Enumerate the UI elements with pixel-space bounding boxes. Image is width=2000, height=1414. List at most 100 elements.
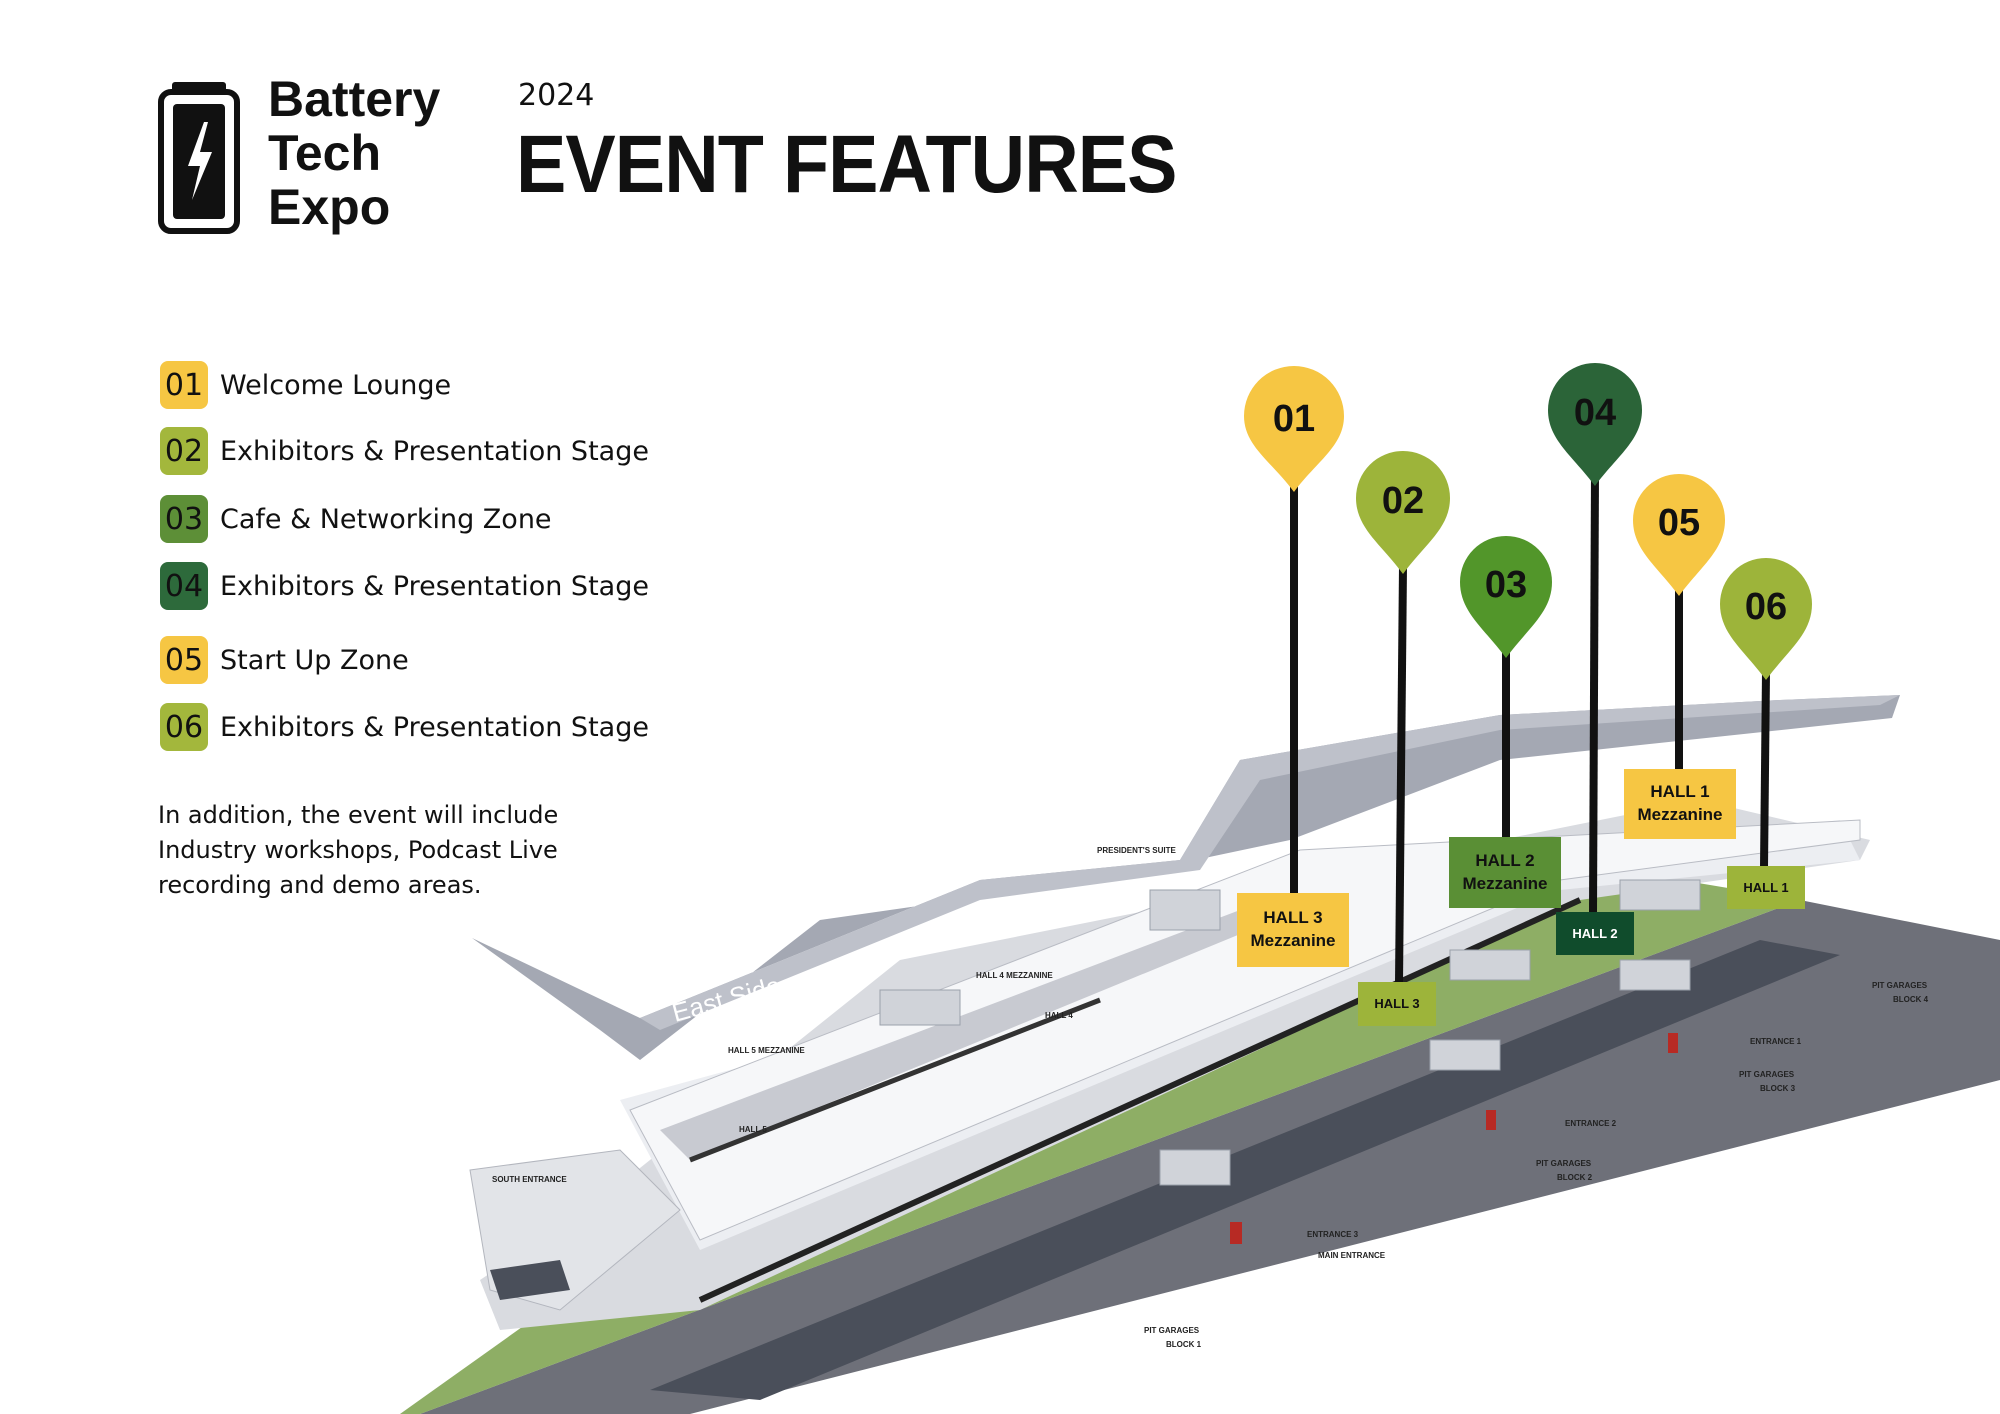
map-room-hall2 — [1449, 949, 1531, 981]
label-pit-garages-4: PIT GARAGES — [1872, 981, 1928, 990]
label-south-entrance: SOUTH ENTRANCE — [492, 1175, 567, 1184]
legend-item-04: 04 Exhibitors & Presentation Stage — [160, 561, 649, 611]
feature-label-03: Cafe & Networking Zone — [220, 503, 552, 535]
pin-06-stem — [1760, 671, 1770, 869]
pin-06-shape — [1720, 558, 1812, 680]
additional-info-text: In addition, the event will include Indu… — [158, 801, 559, 899]
brand-line-1: Battery — [268, 71, 441, 127]
label-entrance-2: ENTRANCE 2 — [1565, 1119, 1617, 1128]
map-hall-divider — [689, 997, 1101, 1163]
feature-badge-01: 01 — [160, 361, 208, 409]
pin-03-shape — [1460, 536, 1552, 658]
hall-1-mezzanine-line2: Mezzanine — [1637, 805, 1723, 824]
hall-1-mezzanine-box: HALL 1 Mezzanine — [1624, 769, 1736, 839]
hall-3-mezzanine-line2: Mezzanine — [1250, 931, 1336, 950]
hall-1-line1: HALL 1 — [1743, 879, 1789, 895]
label-hall5: HALL 5 — [739, 1125, 767, 1134]
feature-badge-02: 02 — [160, 427, 208, 475]
label-main-entrance: MAIN ENTRANCE — [1318, 1251, 1386, 1260]
pin-05-number: 05 — [1658, 502, 1700, 544]
hall-1-box: HALL 1 — [1727, 866, 1805, 909]
map-pit-wall — [698, 897, 1582, 1303]
label-entrance-1: ENTRANCE 1 — [1750, 1037, 1802, 1046]
legend-item-02: 02 Exhibitors & Presentation Stage — [160, 426, 649, 476]
pin-02-number: 02 — [1382, 480, 1424, 522]
feature-badge-05: 05 — [160, 636, 208, 684]
entrance-1-marker — [1668, 1033, 1678, 1053]
map-south-deck — [490, 1260, 570, 1300]
battery-logo-icon — [158, 82, 240, 234]
hall-2-mezzanine-box: HALL 2 Mezzanine — [1449, 837, 1561, 908]
label-block-1: BLOCK 1 — [1166, 1340, 1202, 1349]
hall-2-mezzanine-line2: Mezzanine — [1462, 873, 1548, 893]
brand-name: Battery Tech Expo — [268, 72, 440, 234]
label-presidents-suite: PRESIDENT'S SUITE — [1097, 846, 1176, 855]
label-pit-garages-1: PIT GARAGES — [1144, 1326, 1200, 1335]
label-pit-garages-2: PIT GARAGES — [1536, 1159, 1592, 1168]
feature-badge-03: 03 — [160, 495, 208, 543]
label-hall5-mezzanine: HALL 5 MEZZANINE — [728, 1046, 805, 1055]
pin-04-number: 04 — [1574, 392, 1616, 434]
map-pin-02[interactable]: 02 — [1356, 451, 1450, 574]
hall-2-mezzanine-line1: HALL 2 — [1475, 850, 1535, 870]
map-pin-03[interactable]: 03 — [1460, 536, 1552, 658]
legend-item-01: 01 Welcome Lounge — [160, 360, 451, 410]
east-side-label: East Side — [669, 970, 784, 1028]
pin-05-shape — [1633, 474, 1725, 596]
brand-line-2: Tech — [268, 125, 381, 181]
entrance-3-marker — [1230, 1222, 1242, 1244]
label-hall4-mezzanine: HALL 4 MEZZANINE — [976, 971, 1053, 980]
legend-item-06: 06 Exhibitors & Presentation Stage — [160, 702, 649, 752]
hall-1-mezzanine-line1: HALL 1 — [1650, 782, 1710, 802]
map-pin-04[interactable]: 04 — [1548, 363, 1642, 486]
map-room-hall4 — [879, 989, 961, 1026]
feature-label-02: Exhibitors & Presentation Stage — [220, 435, 649, 467]
map-building-base — [480, 800, 1870, 1330]
label-block-4: BLOCK 4 — [1893, 995, 1929, 1004]
pin-03-number: 03 — [1485, 564, 1527, 606]
label-pit-garages-3: PIT GARAGES — [1739, 1070, 1795, 1079]
pin-02-shape — [1356, 451, 1450, 574]
pin-04-shape — [1548, 363, 1642, 486]
map-room-pit3 — [1429, 1039, 1501, 1071]
map-pin-01[interactable]: 01 — [1244, 366, 1344, 492]
feature-label-06: Exhibitors & Presentation Stage — [220, 711, 649, 743]
event-year: 2024 — [518, 78, 595, 113]
map-building-wall — [629, 819, 1861, 1241]
legend-item-05: 05 Start Up Zone — [160, 635, 409, 685]
pin-06-number: 06 — [1745, 586, 1787, 628]
hall-2-line1: HALL 2 — [1572, 925, 1618, 941]
hall-3-line1: HALL 3 — [1374, 996, 1420, 1012]
page-title: EVENT FEATURES — [516, 119, 1177, 210]
hall-3-mezzanine-box: HALL 3 Mezzanine — [1237, 893, 1349, 967]
label-block-3: BLOCK 3 — [1760, 1084, 1796, 1093]
map-pin-05[interactable]: 05 — [1633, 474, 1725, 596]
brand-line-3: Expo — [268, 179, 391, 235]
map-pin-06[interactable]: 06 — [1720, 558, 1812, 680]
feature-badge-04: 04 — [160, 562, 208, 610]
hall-3-mezzanine-line1: HALL 3 — [1263, 908, 1323, 928]
label-hall4: HALL 4 — [1045, 1011, 1073, 1020]
map-room-hall1 — [1619, 879, 1701, 911]
map-lower-deck — [660, 910, 1250, 1160]
map-room-pit2 — [1159, 1149, 1231, 1186]
map-pit-lane — [650, 940, 1840, 1400]
map-roof — [472, 695, 1900, 1060]
feature-label-04: Exhibitors & Presentation Stage — [220, 570, 649, 602]
feature-label-01: Welcome Lounge — [220, 369, 452, 401]
hall-3-box: HALL 3 — [1358, 982, 1436, 1026]
pin-02-stem — [1395, 565, 1407, 984]
legend-item-03: 03 Cafe & Networking Zone — [160, 494, 552, 544]
feature-label-05: Start Up Zone — [220, 644, 409, 676]
entrance-2-marker — [1486, 1110, 1496, 1130]
label-block-2: BLOCK 2 — [1557, 1173, 1593, 1182]
pin-01-number: 01 — [1273, 398, 1315, 440]
label-entrance-3: ENTRANCE 3 — [1307, 1230, 1359, 1239]
map-room-presidents-suite — [1149, 889, 1221, 931]
pin-01-shape — [1244, 366, 1344, 492]
pin-04-stem — [1589, 472, 1599, 914]
feature-badge-06: 06 — [160, 703, 208, 751]
map-roof-highlight — [640, 695, 1900, 1030]
map-room-pit4 — [1619, 959, 1691, 991]
